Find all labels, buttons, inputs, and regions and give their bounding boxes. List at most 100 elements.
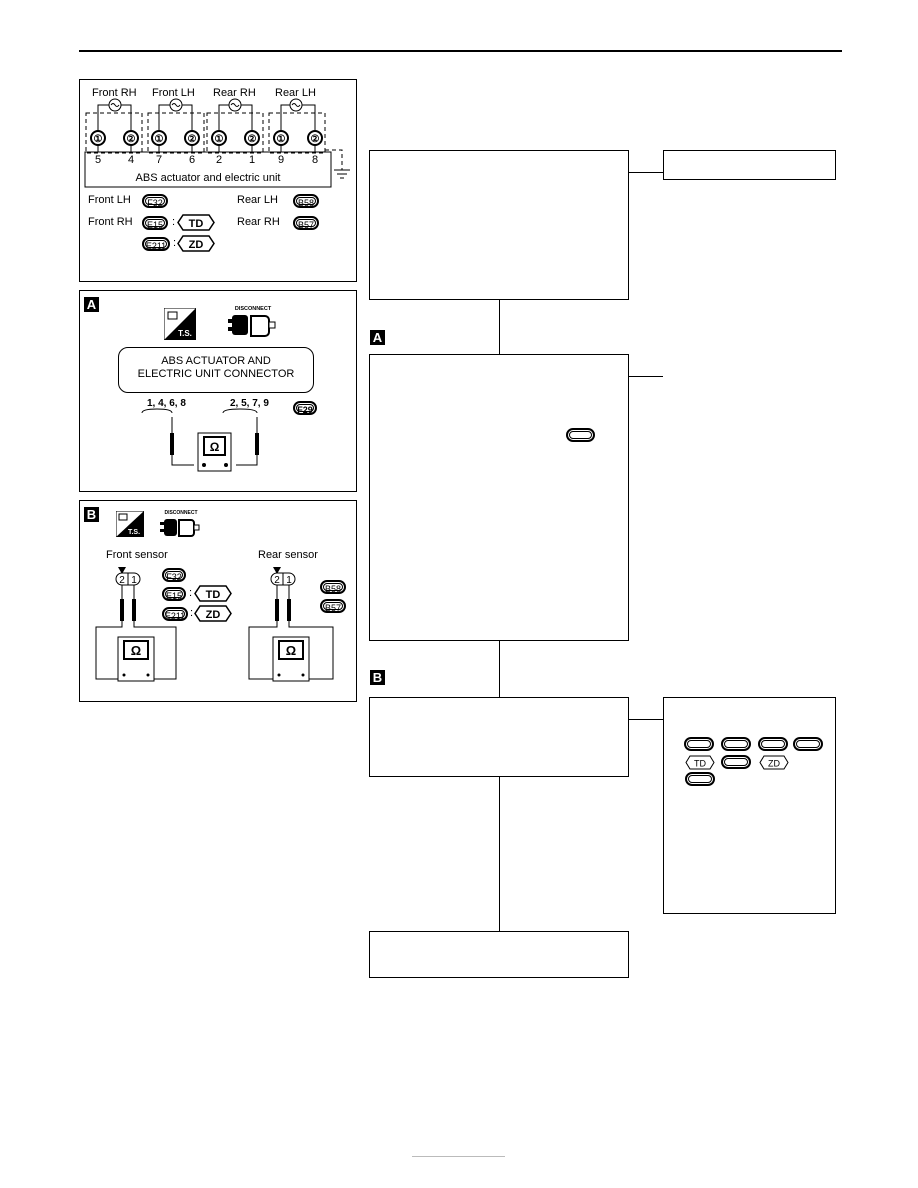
wiring-diagram-panel: Front RH Front LH Rear RH Rear LH: [79, 79, 357, 282]
footer-rule: [412, 1156, 505, 1157]
pin-2: 2: [274, 575, 280, 586]
pin-1: 1: [131, 575, 137, 586]
svg-text:DISCONNECT: DISCONNECT: [164, 510, 197, 516]
separator: :: [189, 587, 193, 599]
side-connector-badge: [721, 737, 751, 751]
svg-text:DISCONNECT: DISCONNECT: [235, 306, 272, 312]
terminal-mark: ②: [248, 134, 257, 145]
connector-b57: B57: [293, 216, 319, 230]
svg-text:T.S.: T.S.: [178, 329, 192, 338]
side-connector-badge: [685, 772, 715, 786]
pin-number: 9: [278, 154, 284, 166]
svg-text:TD: TD: [189, 218, 204, 230]
connector-line: [629, 719, 663, 720]
side-connector-badge: [684, 737, 714, 751]
terminal-mark: ②: [188, 134, 197, 145]
connector-b57: B57: [320, 599, 346, 613]
terminal-mark: ②: [311, 134, 320, 145]
svg-text:T.S.: T.S.: [128, 529, 140, 536]
front-sensor-circuit: 2 1 Ω: [95, 567, 177, 682]
disconnect-icon: DISCONNECT: [228, 306, 276, 337]
connector-title-box: ABS ACTUATOR AND ELECTRIC UNIT CONNECTOR: [118, 347, 314, 393]
pins-right-label: 2, 5, 7, 9: [230, 398, 269, 409]
sensor-check-panel-b: B T.S. DISCONNECT Front sensor Rear sens…: [79, 500, 357, 702]
ohm-symbol: Ω: [286, 643, 296, 658]
flow-result-1: [663, 150, 836, 180]
separator: :: [190, 607, 194, 619]
pin-1: 1: [286, 575, 292, 586]
connector-title-line1: ABS ACTUATOR AND: [161, 355, 271, 367]
connector-b58: B58: [293, 194, 319, 208]
flow-result-3: TD ZD: [663, 697, 836, 914]
pin-2: 2: [119, 575, 125, 586]
sensor-label-front-lh: Front LH: [152, 87, 195, 99]
separator: :: [172, 216, 176, 228]
flow-step-3: [369, 697, 629, 777]
zd-badge: ZD: [177, 235, 215, 252]
svg-text:ZD: ZD: [189, 239, 204, 251]
front-rh-label: Front RH: [88, 216, 133, 228]
connector-check-panel-a: A T.S. DISCONNECT ABS ACTUATOR AND ELECT…: [79, 290, 357, 492]
flow-step-4: [369, 931, 629, 978]
flow-step-2: [369, 354, 629, 641]
zd-badge: ZD: [194, 605, 232, 622]
side-zd-badge: ZD: [759, 755, 789, 770]
front-lh-label: Front LH: [88, 194, 131, 206]
flow-step-1: [369, 150, 629, 300]
sensor-label-rear-rh: Rear RH: [213, 87, 256, 99]
pin-number: 5: [95, 154, 101, 166]
ohm-symbol: Ω: [131, 643, 141, 658]
connector-e211: E211: [162, 607, 188, 621]
disconnect-icon: DISCONNECT: [160, 510, 200, 537]
connector-line: [629, 172, 663, 173]
rear-sensor-circuit: 2 1 Ω: [248, 567, 334, 682]
svg-text:ZD: ZD: [768, 759, 780, 769]
side-connector-badge: [721, 755, 751, 769]
ohmmeter-circuit: Ω: [141, 408, 259, 472]
test-step-icon: T.S.: [164, 308, 196, 340]
connector-e15: E15: [162, 587, 186, 601]
terminal-mark: ①: [94, 134, 103, 145]
flow-tag-a: A: [370, 330, 385, 345]
terminal-mark: ②: [127, 134, 136, 145]
separator: :: [173, 237, 177, 249]
terminal-mark: ①: [215, 134, 224, 145]
connector-title-line2: ELECTRIC UNIT CONNECTOR: [137, 368, 295, 380]
terminal-mark: ①: [277, 134, 286, 145]
rear-rh-label: Rear RH: [237, 216, 280, 228]
connector-e211: E211: [142, 237, 170, 251]
pins-left-label: 1, 4, 6, 8: [147, 398, 186, 409]
pin-number: 8: [312, 154, 318, 166]
rear-lh-label: Rear LH: [237, 194, 278, 206]
test-step-icon: T.S.: [116, 511, 144, 537]
connector-f29: F29: [293, 401, 317, 415]
connector-line: [499, 300, 500, 354]
pin-number: 1: [249, 154, 255, 166]
connector-e15: E15: [142, 216, 168, 230]
rear-sensor-label: Rear sensor: [258, 549, 318, 561]
side-connector-badge: [758, 737, 788, 751]
terminal-mark: ①: [155, 134, 164, 145]
side-connector-badge: [793, 737, 823, 751]
sensor-label-front-rh: Front RH: [92, 87, 137, 99]
sensor-label-rear-lh: Rear LH: [275, 87, 316, 99]
side-td-badge: TD: [685, 755, 715, 770]
td-badge: TD: [177, 214, 215, 231]
panel-tag-b: B: [84, 507, 99, 522]
front-sensor-label: Front sensor: [106, 549, 168, 561]
flow-tag-b: B: [370, 670, 385, 685]
ohm-symbol: Ω: [210, 440, 220, 454]
pin-number: 6: [189, 154, 195, 166]
connector-line: [499, 641, 500, 697]
pin-number: 4: [128, 154, 134, 166]
pin-number: 7: [156, 154, 162, 166]
header-rule: [79, 50, 842, 52]
connector-f32: F32: [162, 568, 186, 582]
connector-line: [499, 777, 500, 931]
wiring-diagram-svg: Front RH Front LH Rear RH Rear LH: [84, 87, 350, 188]
connector-f32: F32: [142, 194, 168, 208]
td-badge: TD: [194, 585, 232, 602]
panel-tag-a: A: [84, 297, 99, 312]
connector-line: [629, 376, 663, 377]
svg-text:TD: TD: [206, 589, 221, 601]
